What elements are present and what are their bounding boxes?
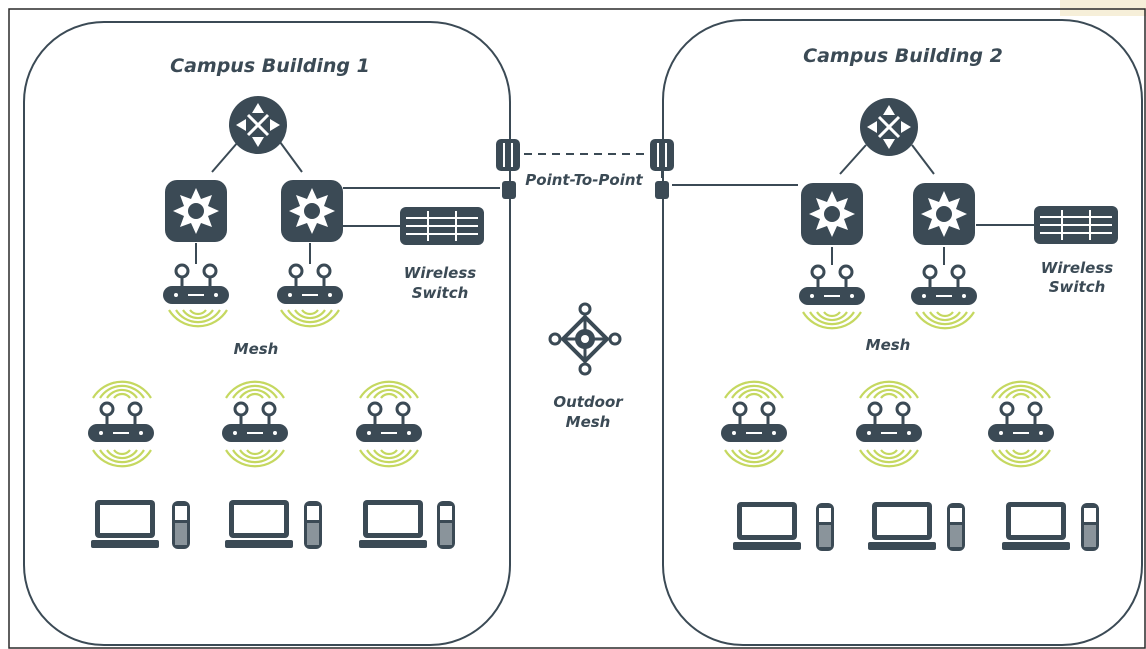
building-2-title: Campus Building 2: [803, 45, 1003, 67]
signal-icon: [858, 448, 920, 468]
access-point-icon: [161, 263, 231, 306]
phone-icon: [1081, 503, 1099, 551]
wireless-switch-label-2b: Switch: [1049, 278, 1106, 296]
access-point-icon: [909, 264, 979, 307]
wireless-switch-icon: [399, 206, 485, 246]
access-point-icon: [854, 401, 924, 444]
phone-icon: [816, 503, 834, 551]
controller-icon: [281, 180, 343, 242]
mesh-label-2: Mesh: [866, 336, 911, 354]
access-point-icon: [86, 401, 156, 444]
signal-icon: [990, 448, 1052, 468]
signal-icon: [91, 448, 153, 468]
wireless-switch-label-2a: Wireless: [1041, 259, 1114, 277]
outdoor-mesh-label-b: Mesh: [566, 413, 611, 431]
phone-icon: [947, 503, 965, 551]
controller-icon: [801, 183, 863, 245]
signal-icon: [801, 310, 863, 330]
laptop-icon: [868, 502, 936, 550]
corner-accent: [1060, 0, 1146, 16]
signal-icon: [858, 380, 920, 400]
access-point-icon: [354, 401, 424, 444]
signal-icon: [91, 380, 153, 400]
signal-icon: [723, 448, 785, 468]
outdoor-mesh-label-a: Outdoor: [553, 393, 624, 411]
building-2-boundary: [662, 19, 1143, 646]
building-2-links: [672, 144, 1034, 265]
bridge-antenna-2: [649, 138, 675, 172]
outer-frame: [8, 8, 1146, 649]
router-icon: [227, 94, 289, 156]
mesh-label-1: Mesh: [234, 340, 279, 358]
laptop-icon: [1002, 502, 1070, 550]
access-point-icon: [220, 401, 290, 444]
signal-icon: [723, 380, 785, 400]
phone-icon: [304, 501, 322, 549]
access-point-icon: [275, 263, 345, 306]
router-icon: [858, 96, 920, 158]
point-to-point-label: Point-To-Point: [525, 171, 643, 189]
signal-icon: [224, 448, 286, 468]
bridge-antenna-1: [495, 138, 521, 172]
signal-icon: [167, 308, 229, 328]
wireless-switch-label-1b: Switch: [412, 284, 469, 302]
signal-icon: [279, 308, 341, 328]
signal-icon: [990, 380, 1052, 400]
signal-icon: [358, 380, 420, 400]
controller-icon: [165, 180, 227, 242]
phone-icon: [437, 501, 455, 549]
wireless-switch-icon: [1033, 205, 1119, 245]
laptop-icon: [91, 500, 159, 548]
outdoor-mesh-icon: [548, 302, 622, 376]
building-1-boundary: [23, 21, 511, 646]
phone-icon: [172, 501, 190, 549]
access-point-icon: [719, 401, 789, 444]
access-point-icon: [797, 264, 867, 307]
signal-icon: [224, 380, 286, 400]
bridge-1-mount: [502, 181, 516, 199]
signal-icon: [358, 448, 420, 468]
laptop-icon: [225, 500, 293, 548]
access-point-icon: [986, 401, 1056, 444]
building-1-links: [195, 141, 500, 264]
laptop-icon: [733, 502, 801, 550]
bridge-2-mount: [655, 181, 669, 199]
wireless-switch-label-1a: Wireless: [404, 264, 477, 282]
signal-icon: [914, 310, 976, 330]
controller-icon: [913, 183, 975, 245]
building-1-title: Campus Building 1: [170, 55, 370, 77]
laptop-icon: [359, 500, 427, 548]
